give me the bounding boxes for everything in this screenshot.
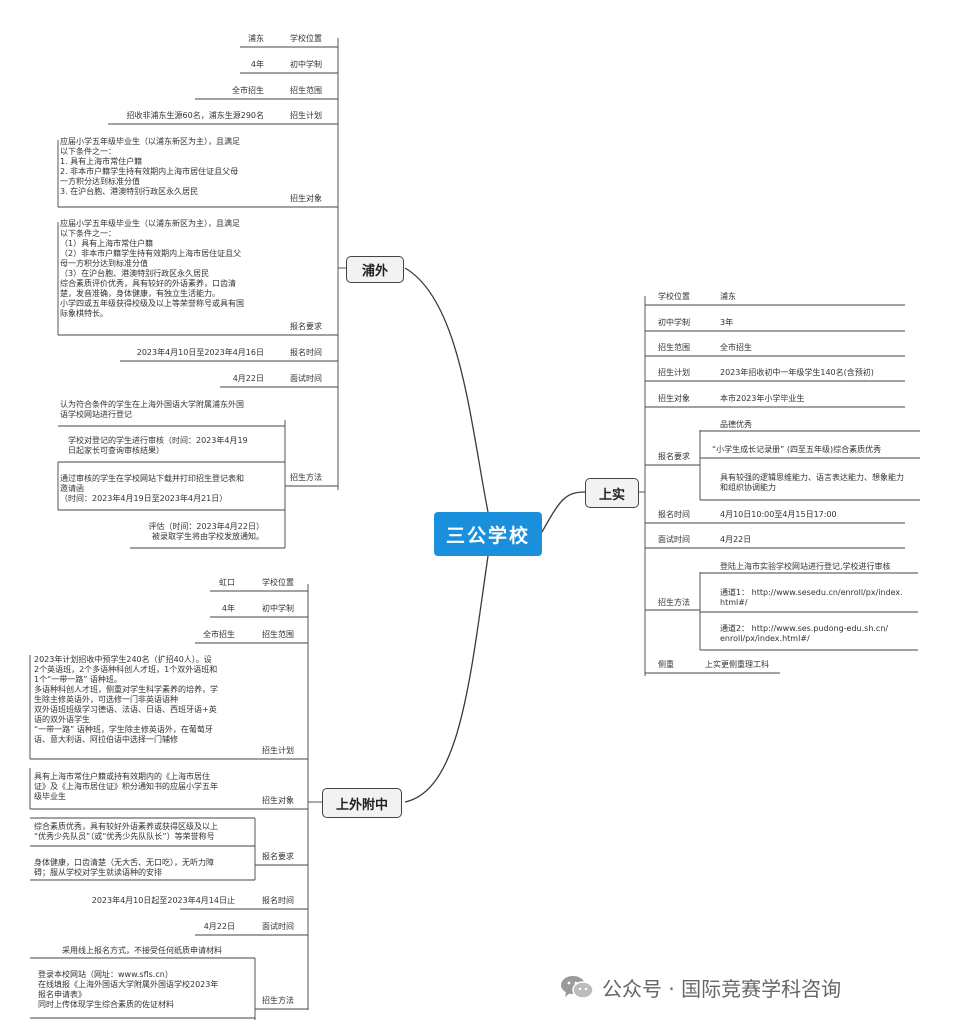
shangwai-val-method-1: 采用线上报名方式，不接受任何纸质申请材料 [62, 946, 222, 955]
branch-shangwai[interactable]: 上外附中 [322, 788, 402, 818]
shangwai-val-duration: 4年 [221, 604, 235, 613]
pudong-val-interview: 4月22日 [232, 374, 264, 383]
pudong-key-target: 招生对象 [290, 194, 322, 203]
shangshi-val-target: 本市2023年小学毕业生 [720, 394, 805, 403]
curve-to-pudong [404, 267, 489, 513]
shangshi-val-req-2: “小学生成长记录册” (四至五年级)综合素质优秀 [712, 445, 882, 454]
pudong-val-plan: 招收非浦东生源60名，浦东生源290名 [126, 111, 264, 120]
shangshi-val-req-1: 品德优秀 [720, 420, 752, 429]
shangwai-key-scope: 招生范围 [262, 630, 294, 639]
shangwai-key-interview: 面试时间 [262, 922, 294, 931]
pudong-val-target: 应届小学五年级毕业生（以浦东新区为主），且满足 以下条件之一： 1. 具有上海市… [60, 137, 240, 196]
shangwai-val-method-2: 登录本校网站（网址：www.sfls.cn） 在线填报《上海外国语大学附属外国语… [38, 970, 219, 1009]
pudong-val-method-2: 学校对登记的学生进行审核（时间：2023年4月19 日起家长可查询审核结果） [68, 436, 248, 455]
shangwai-val-plan: 2023年计划招收中预学生240名（扩招40人）。设 2个英语班，2个多语种科创… [34, 655, 218, 744]
shangshi-val-reg-time: 4月10日10:00至4月15日17:00 [720, 510, 837, 519]
branch-shangshi[interactable]: 上实 [585, 478, 639, 508]
shangshi-val-req-3: 具有较强的逻辑思维能力、语言表达能力、想象能力 和组织协调能力 [720, 473, 904, 492]
shangwai-key-reg-time: 报名时间 [262, 896, 294, 905]
shangshi-val-interview: 4月22日 [720, 535, 752, 544]
shangwai-val-req-1: 综合素质优秀，具有较好外语素养或获得区级及以上 “优秀少先队员”（或“优秀少先队… [34, 822, 218, 841]
pudong-val-method-3: 通过审核的学生在学校网站下载并打印招生登记表和 邀请函 （时间：2023年4月1… [60, 474, 244, 503]
pudong-key-plan: 招生计划 [290, 111, 322, 120]
shangshi-val-duration: 3年 [720, 318, 734, 327]
shangshi-val-location: 浦东 [720, 292, 736, 301]
curve-to-shangshi [541, 491, 586, 533]
shangshi-val-method-3: 通道2： http://www.ses.pudong-edu.sh.cn/ en… [720, 624, 889, 643]
shangwai-key-requirements: 报名要求 [262, 852, 294, 861]
pudong-key-reg-time: 报名时间 [290, 348, 322, 357]
shangwai-key-target: 招生对象 [262, 796, 294, 805]
pudong-val-duration: 4年 [250, 60, 264, 69]
shangshi-key-scope: 招生范围 [658, 343, 690, 352]
pudong-val-reg-time: 2023年4月10日至2023年4月16日 [136, 348, 264, 357]
shangwai-key-method: 招生方法 [262, 996, 294, 1005]
shangshi-val-focus: 上实更侧重理工科 [705, 660, 769, 669]
branch-pudong[interactable]: 浦外 [346, 256, 404, 283]
pudong-key-interview: 面试时间 [290, 374, 322, 383]
shangshi-key-interview: 面试时间 [658, 535, 690, 544]
shangshi-key-focus: 侧重 [658, 660, 674, 669]
pudong-val-method-4: 评估（时间：2023年4月22日） 被录取学生将由学校发放通知。 [148, 522, 264, 541]
pudong-key-method: 招生方法 [290, 473, 322, 482]
shangshi-val-scope: 全市招生 [720, 343, 752, 352]
shangwai-val-target: 具有上海市常住户籍或持有效期内的《上海市居住 证》及《上海市居住证》积分通知书的… [34, 772, 218, 801]
shangwai-key-plan: 招生计划 [262, 746, 294, 755]
pudong-val-scope: 全市招生 [232, 86, 264, 95]
shangwai-val-req-2: 身体健康，口齿清楚（无大舌、无口吃），无听力障 碍；服从学校对学生就读语种的安排 [34, 858, 214, 877]
pudong-key-duration: 初中学制 [290, 60, 322, 69]
watermark: 公众号 · 国际竞赛学科咨询 [560, 972, 841, 1002]
curve-to-shangwai [404, 555, 489, 803]
pudong-key-scope: 招生范围 [290, 86, 322, 95]
central-topic[interactable]: 三公学校 [434, 512, 542, 556]
shangshi-key-requirements: 报名要求 [658, 452, 690, 461]
pudong-key-location: 学校位置 [290, 34, 322, 43]
shangshi-key-duration: 初中学制 [658, 318, 690, 327]
shangshi-key-method: 招生方法 [658, 598, 690, 607]
shangshi-val-plan: 2023年招收初中一年级学生140名(含预初) [720, 368, 874, 377]
wechat-icon [560, 974, 594, 1000]
pudong-key-requirements: 报名要求 [290, 322, 322, 331]
shangshi-key-reg-time: 报名时间 [658, 510, 690, 519]
shangwai-val-location: 虹口 [219, 578, 235, 587]
shangshi-val-method-2: 通道1： http://www.sesedu.cn/enroll/px/inde… [720, 588, 903, 607]
shangshi-val-method-1: 登陆上海市实验学校网站进行登记,学校进行审核 [720, 562, 891, 571]
watermark-text: 公众号 · 国际竞赛学科咨询 [602, 976, 842, 1001]
pudong-val-method-1: 认为符合条件的学生在上海外国语大学附属浦东外国 语学校网站进行登记 [60, 400, 244, 419]
shangwai-key-location: 学校位置 [262, 578, 294, 587]
shangwai-val-reg-time: 2023年4月10日起至2023年4月14日止 [91, 896, 235, 905]
shangshi-key-location: 学校位置 [658, 292, 690, 301]
pudong-val-requirements: 应届小学五年级毕业生（以浦东新区为主），且满足 以下条件之一： （1）具有上海市… [60, 219, 244, 318]
shangshi-key-plan: 招生计划 [658, 368, 690, 377]
shangwai-val-interview: 4月22日 [203, 922, 235, 931]
shangshi-key-target: 招生对象 [658, 394, 690, 403]
shangwai-val-scope: 全市招生 [203, 630, 235, 639]
pudong-val-location: 浦东 [248, 34, 264, 43]
shangwai-key-duration: 初中学制 [262, 604, 294, 613]
